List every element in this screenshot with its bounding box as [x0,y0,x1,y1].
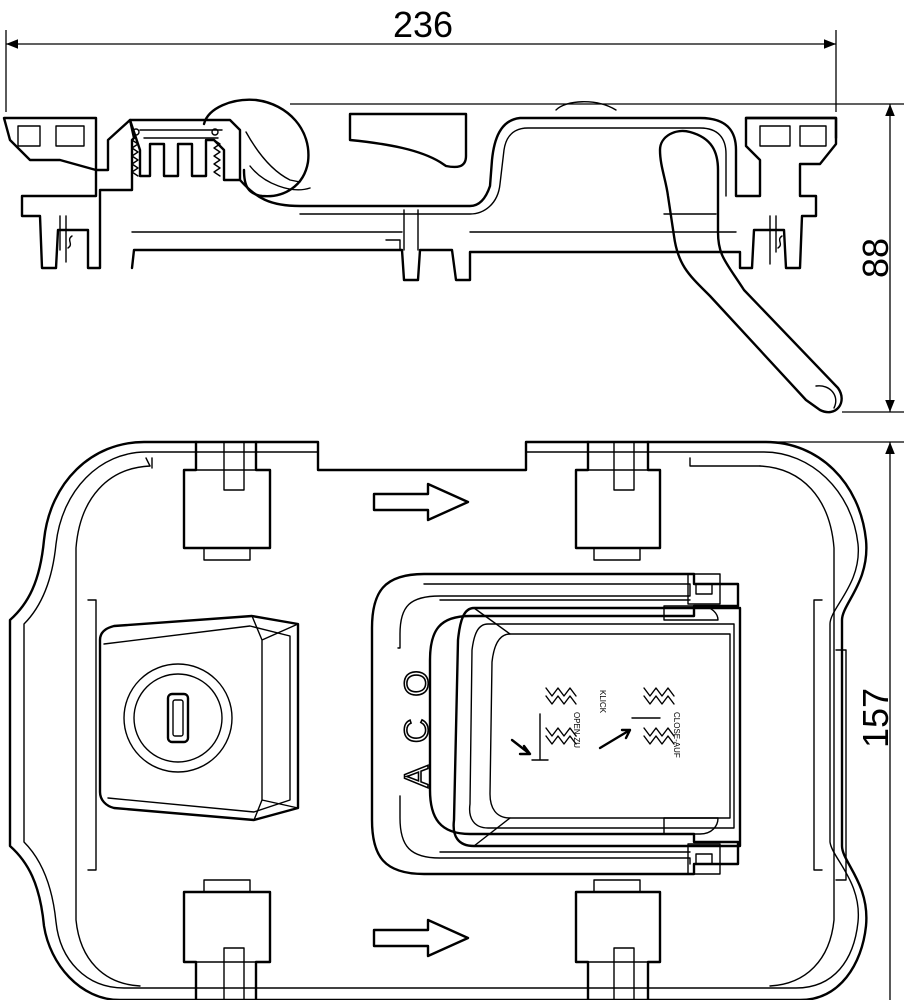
clip-tab-top-left [182,440,272,561]
keyhole-ring [123,663,233,773]
dimension-depth: 157 [712,441,904,1000]
left-clip [2,116,98,172]
klick-arrow-icon [598,728,632,750]
direction-arrow-top-icon [372,482,470,522]
threaded-cap [128,118,242,182]
left-base [20,118,136,270]
lock-housing [98,614,300,822]
hinge-top [663,573,721,621]
top-view: ACO OPEN-ZU KLICK CLOSE-AUF [8,440,868,1000]
aco-logo: ACO [397,647,437,788]
clip-tab-bottom-left [182,879,272,1000]
dimension-height-label: 88 [855,238,896,278]
dimension-depth-label: 157 [855,688,896,748]
aco-logo-text: ACO [398,648,436,788]
lid-label-center: KLICK [598,690,607,714]
handle-lever [658,129,843,414]
keyhole-icon [166,692,190,744]
lid-label-right: CLOSE-AUF [672,712,681,758]
lid: OPEN-ZU KLICK CLOSE-AUF [452,606,742,848]
right-clip [744,116,838,140]
dimension-height: 88 [290,103,904,413]
open-arrow-icon [510,738,532,756]
main-body [130,116,838,282]
clip-tab-bottom-right [574,879,662,1000]
inner-frame [23,451,859,989]
lid-markings: OPEN-ZU KLICK CLOSE-AUF [510,687,681,761]
side-view [2,98,843,414]
cover-plate [370,572,740,876]
direction-arrow-bottom-icon [372,918,470,958]
clip-tab-top-right [574,440,662,561]
lid-label-left: OPEN-ZU [572,712,581,748]
outer-frame [8,440,868,1000]
dimension-width: 236 [5,4,837,112]
dimension-width-label: 236 [393,4,453,45]
cover-wedge [348,112,468,169]
